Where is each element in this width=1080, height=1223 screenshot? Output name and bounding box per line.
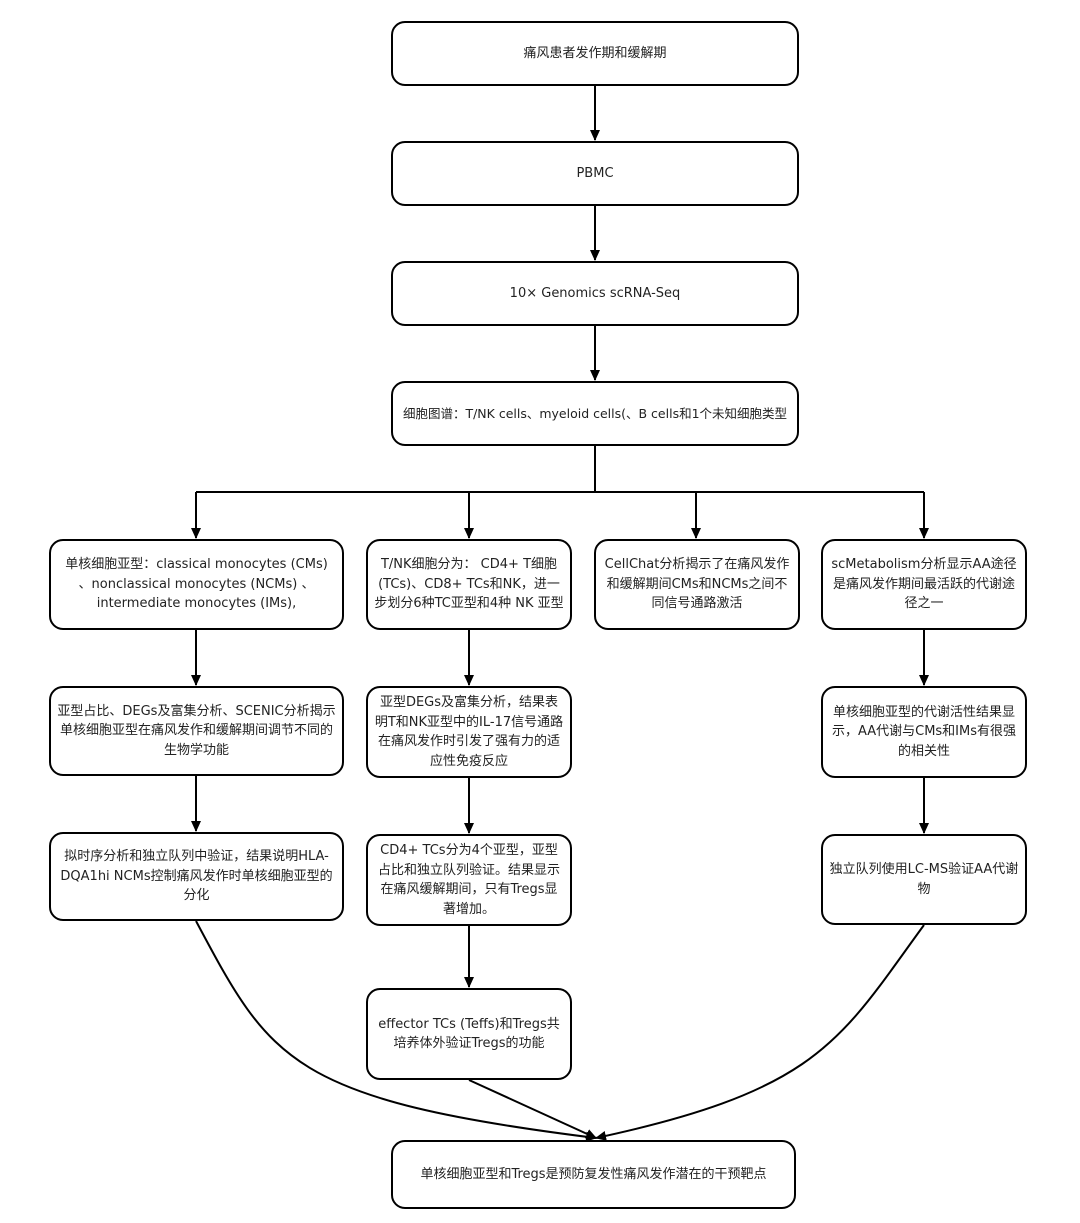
node-monocyte-function: 亚型占比、DEGs及富集分析、SCENIC分析揭示单核细胞亚型在痛风发作和缓解期… [49,686,344,776]
node-tnk-subtypes: T/NK细胞分为： CD4+ T细胞 (TCs)、CD8+ TCs和NK，进一步… [366,539,572,630]
node-coculture: effector TCs (Teffs)和Tregs共培养体外验证Tregs的功… [366,988,572,1080]
node-cellchat-label: CellChat分析揭示了在痛风发作和缓解期间CMs和NCMs之间不同信号通路激… [604,557,790,612]
node-cell-atlas: 细胞图谱：T/NK cells、myeloid cells(、B cells和1… [391,381,799,446]
node-cd4-subtypes: CD4+ TCs分为4个亚型，亚型占比和独立队列验证。结果显示在痛风缓解期间，只… [366,834,572,926]
node-coculture-label: effector TCs (Teffs)和Tregs共培养体外验证Tregs的功… [378,1016,560,1052]
node-tnk-degs-label: 亚型DEGs及富集分析，结果表明T和NK亚型中的IL-17信号通路在痛风发作时引… [374,695,564,769]
node-monocyte-subtypes-label: 单核细胞亚型：classical monocytes (CMs) 、noncla… [65,557,328,612]
node-monocyte-subtypes: 单核细胞亚型：classical monocytes (CMs) 、noncla… [49,539,344,630]
arrow-pseudotime-conclusion [195,920,597,1142]
node-pseudotime-label: 拟时序分析和独立队列中验证，结果说明HLA-DQA1hi NCMs控制痛风发作时… [60,849,333,904]
node-tnk-degs: 亚型DEGs及富集分析，结果表明T和NK亚型中的IL-17信号通路在痛风发作时引… [366,686,572,778]
arrow-lcms-conclusion [595,924,925,1141]
node-lcms-label: 独立队列使用LC-MS验证AA代谢物 [829,862,1019,897]
node-cell-atlas-label: 细胞图谱：T/NK cells、myeloid cells(、B cells和1… [402,405,788,421]
node-conclusion-label: 单核细胞亚型和Tregs是预防复发性痛风发作潜在的干预靶点 [420,1166,767,1182]
node-scrnaseq: 10× Genomics scRNA-Seq [391,261,799,326]
node-pbmc-label: PBMC [576,165,614,181]
node-scmetabolism-label: scMetabolism分析显示AA途径是痛风发作期间最活跃的代谢途径之一 [831,557,1017,612]
node-tnk-subtypes-label: T/NK细胞分为： CD4+ T细胞 (TCs)、CD8+ TCs和NK，进一步… [374,557,564,612]
node-scrnaseq-label: 10× Genomics scRNA-Seq [509,285,681,301]
node-cd4-subtypes-label: CD4+ TCs分为4个亚型，亚型占比和独立队列验证。结果显示在痛风缓解期间，只… [377,843,560,917]
node-monocyte-metabolic-label: 单核细胞亚型的代谢活性结果显示，AA代谢与CMs和IMs有很强的相关性 [831,704,1017,759]
node-pseudotime: 拟时序分析和独立队列中验证，结果说明HLA-DQA1hi NCMs控制痛风发作时… [49,832,344,921]
node-monocyte-function-label: 亚型占比、DEGs及富集分析、SCENIC分析揭示单核细胞亚型在痛风发作和缓解期… [57,703,336,758]
node-pbmc: PBMC [391,141,799,206]
node-patients-label: 痛风患者发作期和缓解期 [523,45,667,61]
arrow-coculture-conclusion [468,1079,597,1139]
node-cellchat: CellChat分析揭示了在痛风发作和缓解期间CMs和NCMs之间不同信号通路激… [594,539,800,630]
node-scmetabolism: scMetabolism分析显示AA途径是痛风发作期间最活跃的代谢途径之一 [821,539,1027,630]
node-monocyte-metabolic: 单核细胞亚型的代谢活性结果显示，AA代谢与CMs和IMs有很强的相关性 [821,686,1027,778]
node-conclusion: 单核细胞亚型和Tregs是预防复发性痛风发作潜在的干预靶点 [391,1140,796,1209]
node-lcms: 独立队列使用LC-MS验证AA代谢物 [821,834,1027,925]
node-patients: 痛风患者发作期和缓解期 [391,21,799,86]
